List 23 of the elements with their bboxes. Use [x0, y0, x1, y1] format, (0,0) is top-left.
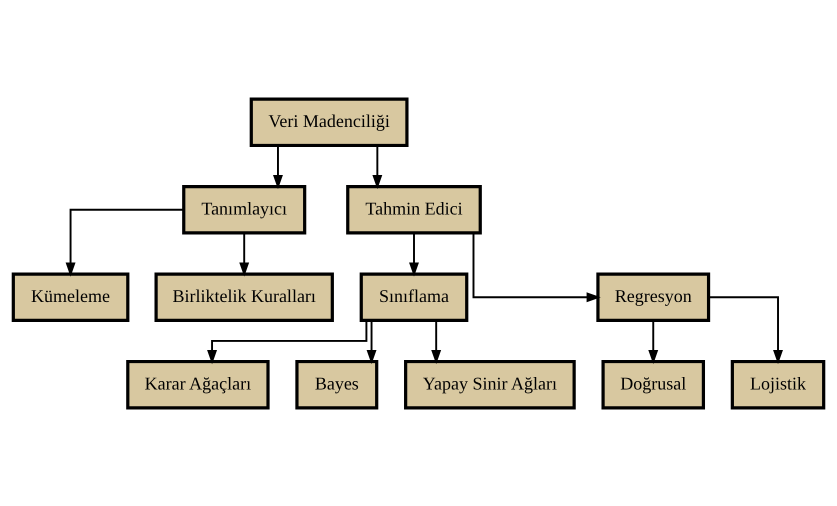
node-box: Kümeleme	[12, 272, 130, 322]
node-box: Regresyon	[596, 272, 710, 322]
node-box: Yapay Sinir Ağları	[404, 359, 576, 409]
arrow	[66, 208, 184, 276]
node-box: Karar Ağaçları	[126, 359, 270, 409]
arrow	[366, 320, 376, 364]
node-box: Lojistik	[730, 359, 826, 409]
arrow	[431, 320, 442, 364]
arrow	[708, 296, 783, 364]
node-box: Tahmin Edici	[346, 184, 482, 234]
arrow	[372, 145, 382, 189]
node-box: Tanımlayıcı	[182, 184, 306, 234]
arrow	[648, 320, 658, 364]
arrow	[207, 320, 368, 364]
arrow	[409, 232, 419, 276]
arrow	[239, 232, 250, 276]
node-box: Bayes	[295, 359, 378, 409]
arrow	[472, 232, 601, 302]
node-box: Veri Madenciliği	[250, 97, 409, 147]
node-box: Doğrusal	[601, 359, 706, 409]
node-box: Sınıflama	[360, 272, 468, 322]
arrow	[273, 145, 283, 189]
node-box: Birliktelik Kuralları	[154, 272, 334, 322]
